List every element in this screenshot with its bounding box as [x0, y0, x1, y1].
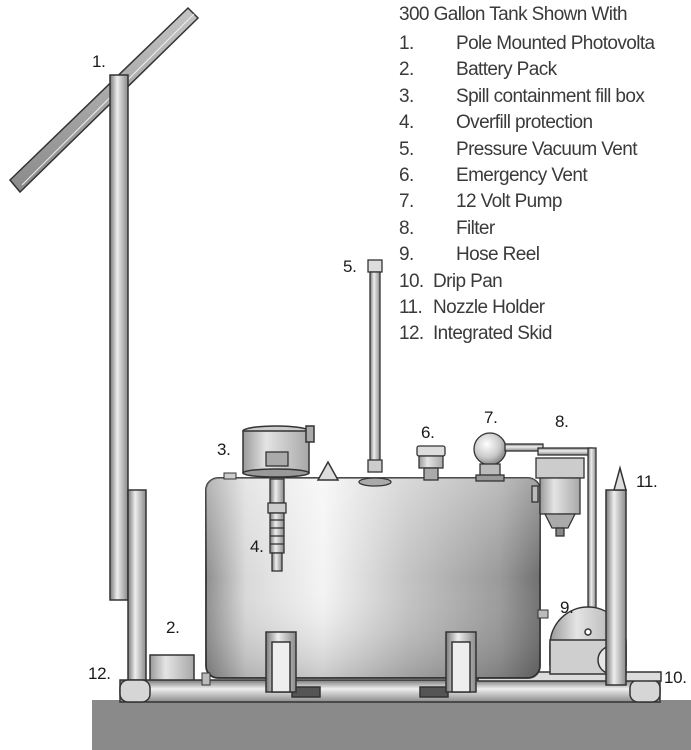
- panel-post: [127, 489, 147, 691]
- callout-7: 7.: [484, 408, 498, 427]
- legend-item: 4.Overfill protection: [399, 112, 593, 134]
- callout-1: 1.: [92, 52, 106, 71]
- pump: [473, 432, 544, 482]
- photovoltaic-panel: [8, 6, 200, 194]
- lifting-lug: [316, 460, 340, 481]
- callout-4: 4.: [250, 537, 264, 556]
- legend-title: 300 Gallon Tank Shown With: [399, 4, 628, 25]
- nozzle-holder: [605, 465, 627, 686]
- legend-item: 6.Emergency Vent: [399, 164, 588, 186]
- legend-list: 1.Pole Mounted Photovolta 2.Battery Pack…: [399, 31, 655, 348]
- tank-saddles: [265, 631, 477, 693]
- legend-item: 11.Nozzle Holder: [399, 296, 545, 318]
- legend-item: 7.12 Volt Pump: [399, 191, 562, 213]
- callout-9: 9.: [560, 598, 574, 617]
- callout-2: 2.: [166, 618, 180, 637]
- callout-11: 11.: [636, 472, 658, 491]
- integrated-skid: [119, 679, 661, 703]
- callout-12: 12.: [88, 664, 111, 683]
- legend-item: 9.Hose Reel: [399, 244, 540, 266]
- component-legend: 300 Gallon Tank Shown With 1.Pole Mounte…: [399, 0, 691, 380]
- emergency-vent: [416, 445, 446, 481]
- legend-item: 10.Drip Pan: [399, 270, 503, 292]
- ground: [92, 700, 691, 750]
- fuel-tank: [201, 477, 549, 686]
- callout-6: 6.: [421, 423, 435, 442]
- legend-item: 3.Spill containment fill box: [399, 85, 645, 107]
- callout-5: 5.: [343, 257, 357, 276]
- callout-8: 8.: [555, 412, 569, 431]
- legend-item: 1.Pole Mounted Photovolta: [399, 33, 655, 54]
- legend-item: 2.Battery Pack: [399, 59, 557, 81]
- callout-10: 10.: [664, 668, 687, 687]
- legend-item: 12.Integrated Skid: [399, 323, 552, 345]
- panel-pole: [109, 74, 129, 601]
- pressure-vacuum-vent: [358, 259, 392, 487]
- legend-item: 8.Filter: [399, 217, 495, 239]
- filter: [531, 447, 597, 619]
- legend-item: 5.Pressure Vacuum Vent: [399, 138, 638, 160]
- overfill-protection: [265, 451, 289, 572]
- callout-3: 3.: [217, 440, 231, 459]
